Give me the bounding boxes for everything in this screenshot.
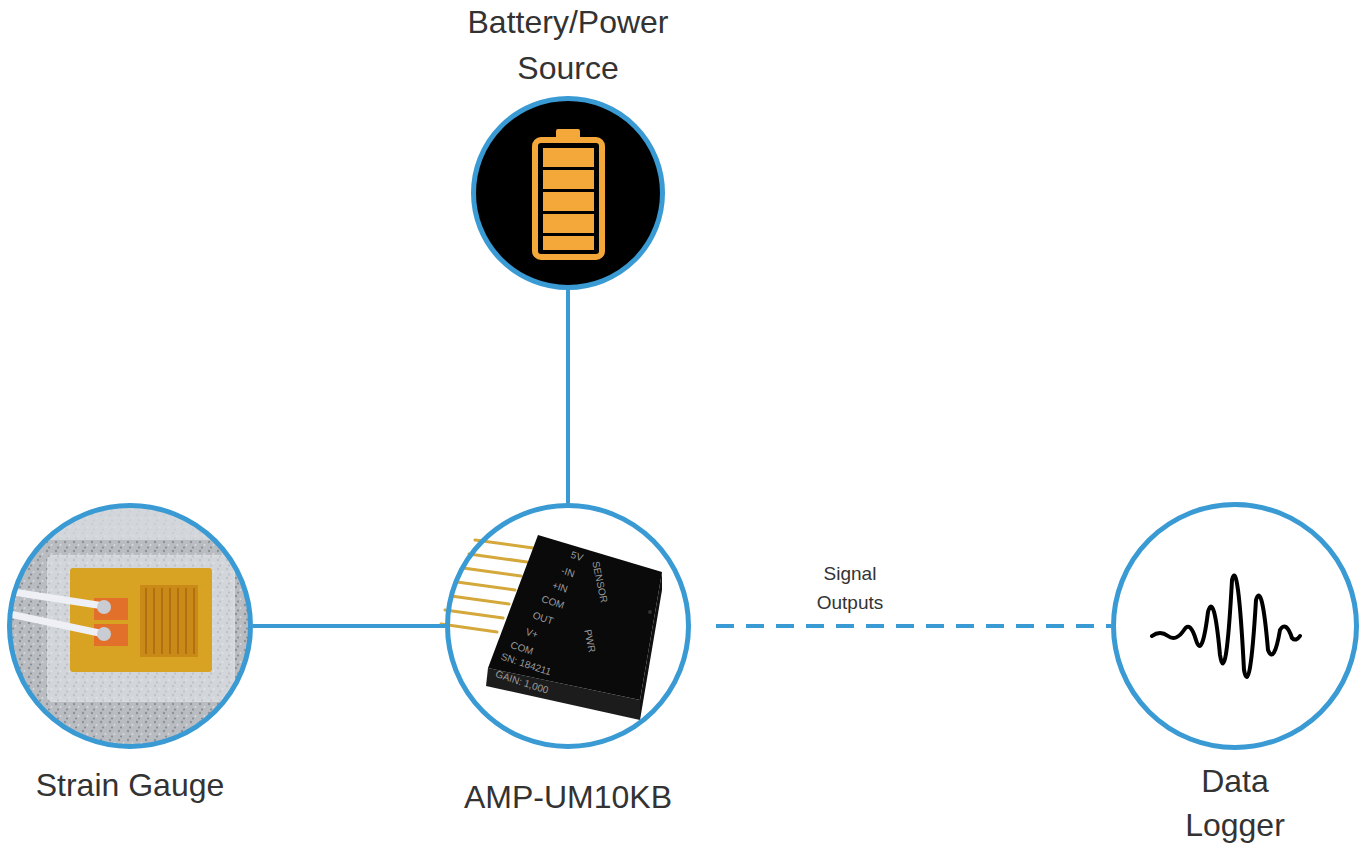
circle-outline [471, 96, 665, 290]
circle-outline [1111, 502, 1359, 750]
node-label: Battery/Power Source [418, 0, 718, 91]
dashed-connector [716, 624, 1111, 628]
circle-border [474, 99, 663, 288]
circle-outline [7, 503, 253, 749]
circle-border [1114, 505, 1357, 748]
connector-line [566, 290, 570, 503]
waveform-icon [1152, 576, 1300, 677]
battery-icon [535, 129, 602, 257]
connector-line [253, 624, 445, 628]
circle-node: Data Logger [1111, 502, 1359, 750]
battery-background [472, 97, 664, 289]
circle-node: AMP-UM10KB [445, 503, 691, 749]
node-label: AMP-UM10KB [418, 777, 718, 817]
circle-node: Strain Gauge [7, 503, 253, 749]
node-label: Strain Gauge [0, 765, 280, 805]
strain-gauge-photo [0, 500, 260, 760]
circle-outline [445, 503, 691, 749]
circle-node: Battery/Power Source [471, 96, 665, 290]
node-label: Data Logger [1160, 759, 1310, 847]
connector-label: Signal Outputs [800, 559, 900, 617]
circle-border [10, 506, 251, 747]
circle-border [448, 506, 689, 747]
amplifier-chip [441, 535, 662, 720]
